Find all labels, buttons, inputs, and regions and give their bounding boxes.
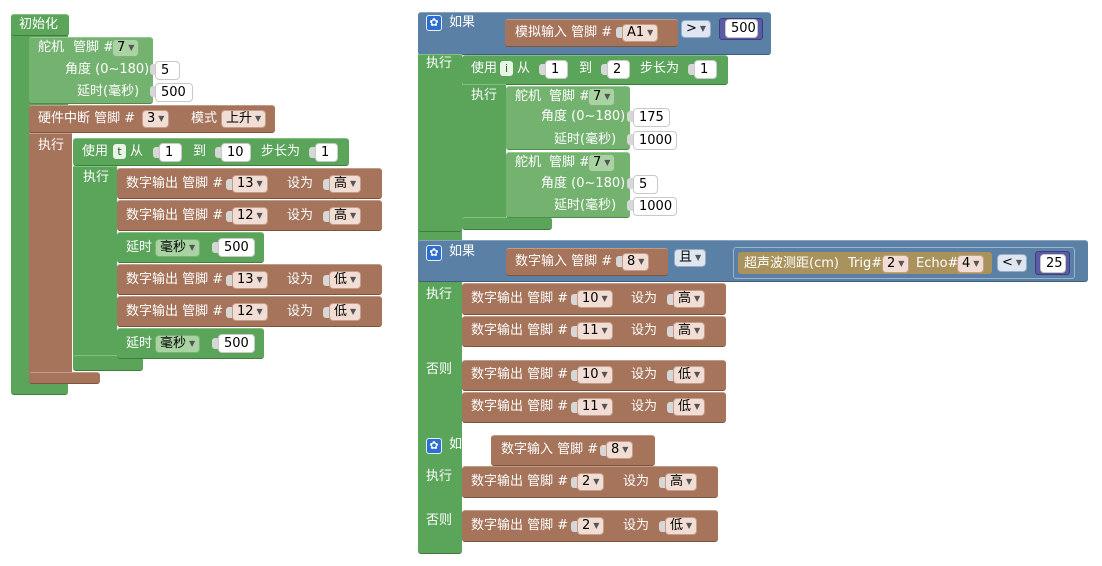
- servo-angle-input[interactable]: 5: [633, 175, 658, 194]
- gear-icon[interactable]: ✿: [426, 438, 442, 454]
- servo-delay-input[interactable]: 1000: [633, 197, 677, 216]
- gear-icon[interactable]: ✿: [426, 245, 442, 261]
- for-to-input[interactable]: 2: [607, 60, 630, 79]
- pin-dropdown[interactable]: 10▼: [577, 290, 613, 308]
- pin-dropdown[interactable]: 12▼: [232, 207, 268, 225]
- pin-dropdown[interactable]: 8▼: [622, 253, 650, 271]
- pin-dropdown[interactable]: 8▼: [606, 441, 634, 459]
- pin-dropdown[interactable]: 13▼: [232, 175, 268, 193]
- compare-value-input[interactable]: 25: [1040, 254, 1066, 273]
- for-step-input[interactable]: 1: [694, 60, 717, 79]
- pin-dropdown[interactable]: 2▼: [577, 517, 605, 535]
- pin-dropdown[interactable]: 13▼: [232, 271, 268, 289]
- pin-dropdown[interactable]: 2▼: [577, 473, 605, 491]
- for-from-input[interactable]: 1: [545, 60, 568, 79]
- delay-unit-dropdown[interactable]: 毫秒▼: [155, 239, 201, 257]
- level-dropdown[interactable]: 高▼: [673, 290, 706, 308]
- compare-op-dropdown[interactable]: <▼: [997, 254, 1028, 272]
- interrupt-mode-dropdown[interactable]: 上升▼: [221, 110, 267, 128]
- level-dropdown[interactable]: 低▼: [329, 303, 362, 321]
- level-dropdown[interactable]: 低▼: [673, 366, 706, 384]
- servo-angle-input[interactable]: 5: [155, 61, 180, 80]
- interrupt-pin-dropdown[interactable]: 3▼: [142, 110, 170, 128]
- level-dropdown[interactable]: 高▼: [673, 322, 706, 340]
- servo-pin-dropdown[interactable]: 7▼: [588, 88, 616, 106]
- for-step-input[interactable]: 1: [315, 143, 338, 162]
- pin-dropdown[interactable]: 10▼: [577, 366, 613, 384]
- logic-op-dropdown[interactable]: 且▼: [674, 249, 707, 267]
- var-i-badge[interactable]: i: [500, 61, 513, 76]
- init-label: 初始化: [19, 17, 59, 32]
- pin-dropdown[interactable]: 11▼: [577, 398, 613, 416]
- for-to-input[interactable]: 10: [221, 143, 251, 162]
- var-t-badge[interactable]: t: [113, 144, 126, 159]
- pin-dropdown[interactable]: 12▼: [232, 303, 268, 321]
- delay-input[interactable]: 500: [218, 238, 255, 257]
- servo-pin-dropdown[interactable]: 7▼: [588, 154, 616, 172]
- level-dropdown[interactable]: 高▼: [665, 473, 698, 491]
- trig-pin-dropdown[interactable]: 2▼: [882, 255, 910, 273]
- servo-delay-input[interactable]: 500: [155, 83, 193, 102]
- compare-op-dropdown[interactable]: >▼: [681, 20, 712, 38]
- pin-dropdown[interactable]: 11▼: [577, 322, 613, 340]
- gear-icon[interactable]: ✿: [426, 15, 442, 31]
- delay-input[interactable]: 500: [218, 334, 255, 353]
- analog-pin-dropdown[interactable]: A1▼: [622, 24, 659, 42]
- servo-angle-input[interactable]: 175: [633, 108, 670, 127]
- delay-unit-dropdown[interactable]: 毫秒▼: [155, 335, 201, 353]
- echo-pin-dropdown[interactable]: 4▼: [957, 255, 985, 273]
- for-from-input[interactable]: 1: [159, 143, 182, 162]
- level-dropdown[interactable]: 低▼: [329, 271, 362, 289]
- level-dropdown[interactable]: 高▼: [329, 175, 362, 193]
- servo-pin-dropdown[interactable]: 7▼: [112, 39, 140, 57]
- level-dropdown[interactable]: 低▼: [673, 398, 706, 416]
- level-dropdown[interactable]: 低▼: [665, 517, 698, 535]
- level-dropdown[interactable]: 高▼: [329, 207, 362, 225]
- compare-value-input[interactable]: 500: [725, 19, 758, 38]
- servo-delay-input[interactable]: 1000: [633, 131, 677, 150]
